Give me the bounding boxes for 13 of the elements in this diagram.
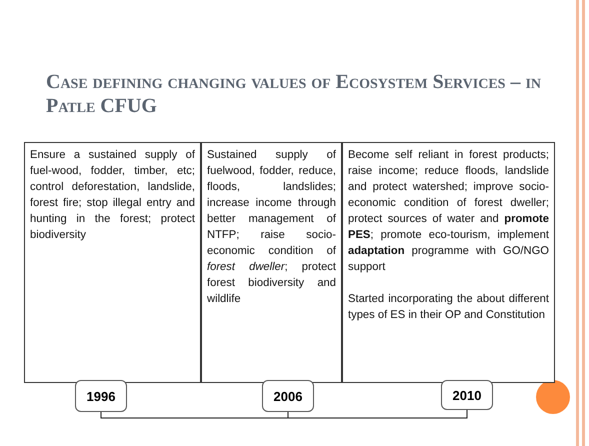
description-box bbox=[24, 142, 201, 383]
connector-line bbox=[100, 412, 288, 418]
description-text: Become self reliant in forest products; raise income; reduce floods, landslide and protect watershed; improve socio-economic condition of forest dweller; protect sources of water and promote PES; promote eco-tourism, implement adaptation programme with GO/NGO support bbox=[348, 148, 549, 275]
description-text: Ensure a sustained supply of fuel-wood, fodder, timber, etc; control deforestation, landslide, forest fire; stop illegal entry and hunting in the forest; protect biodiversity bbox=[30, 148, 195, 243]
year-label: 2010 bbox=[441, 380, 493, 410]
connector-line bbox=[288, 410, 468, 418]
description-box bbox=[342, 142, 555, 383]
description-text: Sustained supply of fuelwood, fodder, reduce, floods, landslides; increase income through better management of NTFP; raise socio-economic condition of forest dweller; protect forest biodiversity and wildlife bbox=[207, 148, 336, 307]
description-box bbox=[201, 142, 342, 383]
year-label: 1996 bbox=[75, 380, 127, 412]
description-text: Started incorporating the about different types of ES in their OP and Constitution bbox=[348, 292, 549, 323]
year-label: 2006 bbox=[262, 380, 314, 412]
slide-title: Case defining changing values of Ecosystem Services – in Patle CFUG bbox=[46, 70, 542, 118]
